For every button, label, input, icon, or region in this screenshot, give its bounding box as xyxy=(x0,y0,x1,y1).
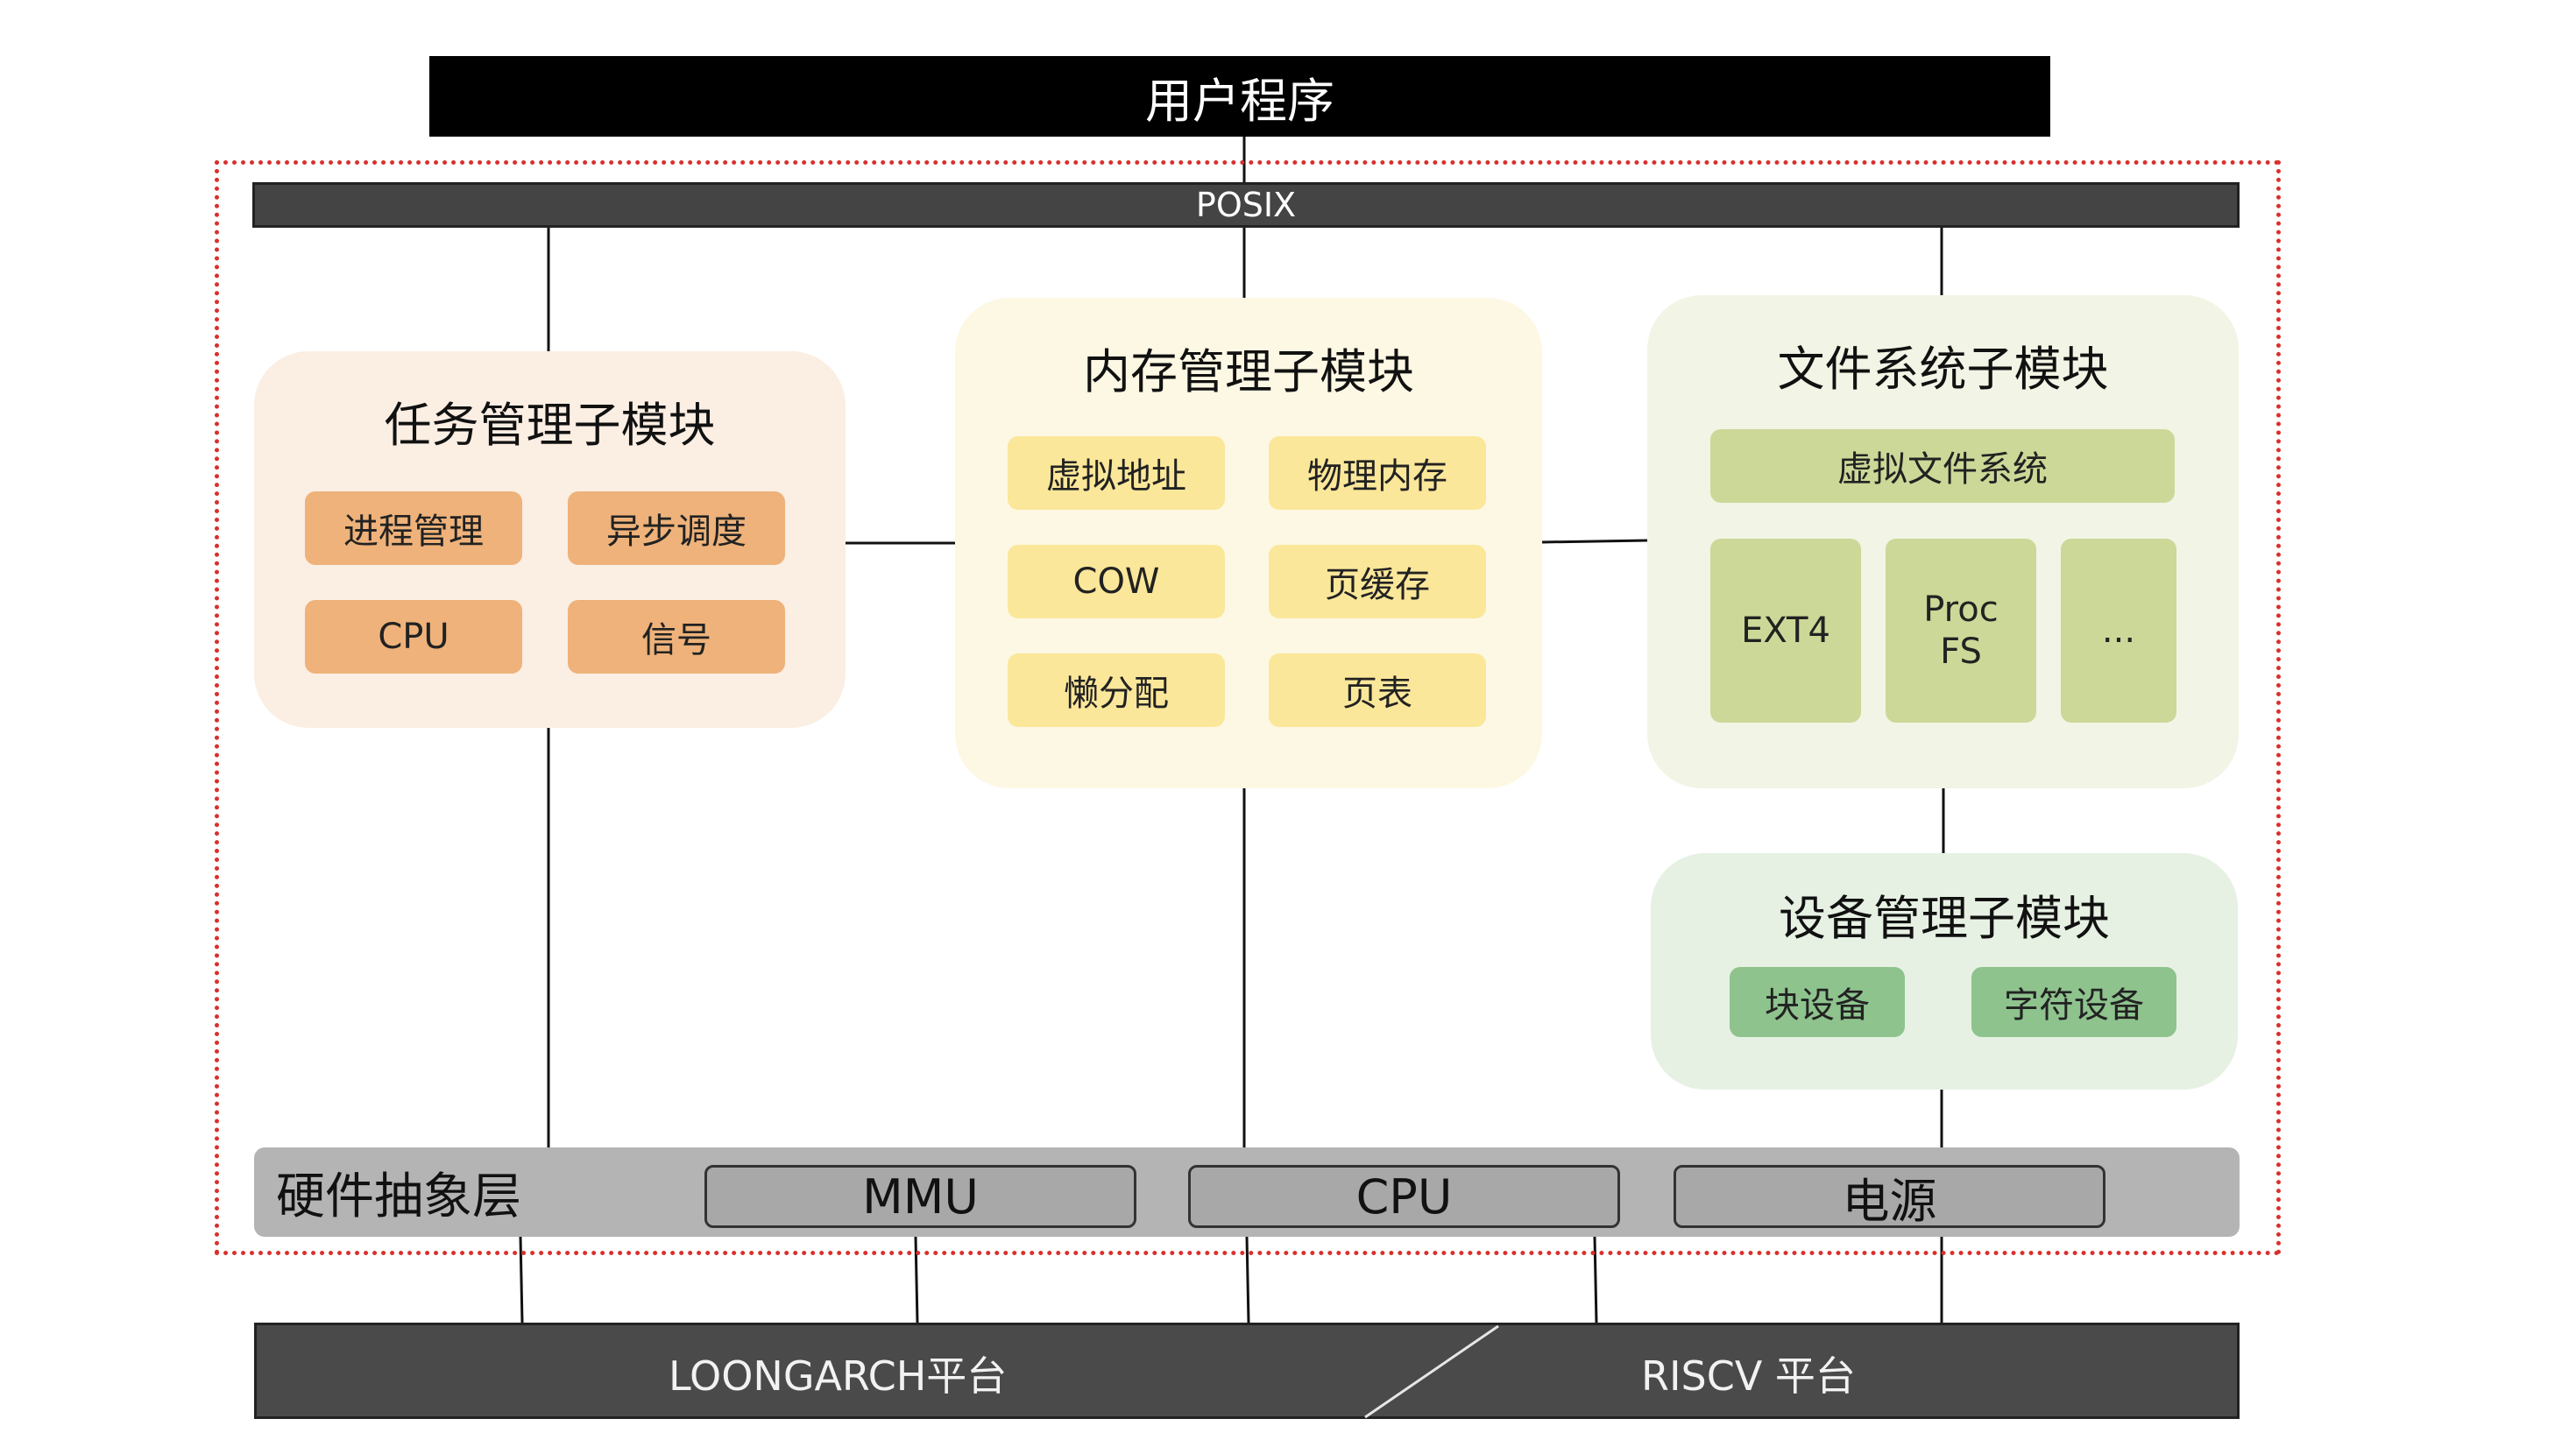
page-cache-chip: 页缓存 xyxy=(1269,545,1486,618)
device-module-title: 设备管理子模块 xyxy=(1779,891,2110,946)
task-module-title: 任务管理子模块 xyxy=(384,398,716,453)
more-fs-chip: ... xyxy=(2061,539,2176,723)
loongarch-platform-label: LOONGARCH平台 xyxy=(669,1352,1008,1400)
connector-mem-fs xyxy=(1541,539,1648,544)
device-module: 设备管理子模块 块设备 字符设备 xyxy=(1651,853,2238,1090)
kernel-boundary-frame xyxy=(215,160,2281,1255)
virtual-address-chip: 虚拟地址 xyxy=(1008,436,1225,510)
vfs-chip: 虚拟文件系统 xyxy=(1710,429,2175,503)
async-scheduling-chip: 异步调度 xyxy=(568,491,785,565)
riscv-platform-label: RISCV 平台 xyxy=(1641,1352,1856,1400)
page-table-chip: 页表 xyxy=(1269,653,1486,727)
process-management-chip: 进程管理 xyxy=(305,491,522,565)
filesystem-module: 文件系统子模块 虚拟文件系统 EXT4 Proc FS ... xyxy=(1647,295,2239,788)
lazy-allocation-chip: 懒分配 xyxy=(1008,653,1225,727)
physical-memory-chip: 物理内存 xyxy=(1269,436,1486,510)
hal-power-box: 电源 xyxy=(1674,1165,2105,1229)
signal-chip: 信号 xyxy=(568,600,785,674)
platform-divider xyxy=(1364,1324,1499,1419)
hal-title: 硬件抽象层 xyxy=(276,1168,521,1225)
procfs-chip: Proc FS xyxy=(1886,539,2036,723)
memory-module-title: 内存管理子模块 xyxy=(1083,344,1414,399)
block-device-chip: 块设备 xyxy=(1730,967,1905,1037)
hal-cpu-box: CPU xyxy=(1188,1165,1620,1228)
cow-chip: COW xyxy=(1008,545,1225,618)
filesystem-module-title: 文件系统子模块 xyxy=(1777,342,2109,397)
posix-bar: POSIX xyxy=(252,182,2240,228)
cpu-chip: CPU xyxy=(305,600,522,674)
hardware-abstraction-layer: 硬件抽象层 MMU CPU 电源 xyxy=(254,1147,2240,1237)
user-program-bar: 用户程序 xyxy=(429,56,2050,137)
char-device-chip: 字符设备 xyxy=(1971,967,2176,1037)
ext4-chip: EXT4 xyxy=(1710,539,1861,723)
memory-module: 内存管理子模块 虚拟地址 物理内存 COW 页缓存 懒分配 页表 xyxy=(955,298,1542,788)
task-module: 任务管理子模块 进程管理 异步调度 CPU 信号 xyxy=(254,351,846,728)
platform-bar: LOONGARCH平台 RISCV 平台 xyxy=(254,1323,2240,1419)
hal-mmu-box: MMU xyxy=(704,1165,1136,1228)
